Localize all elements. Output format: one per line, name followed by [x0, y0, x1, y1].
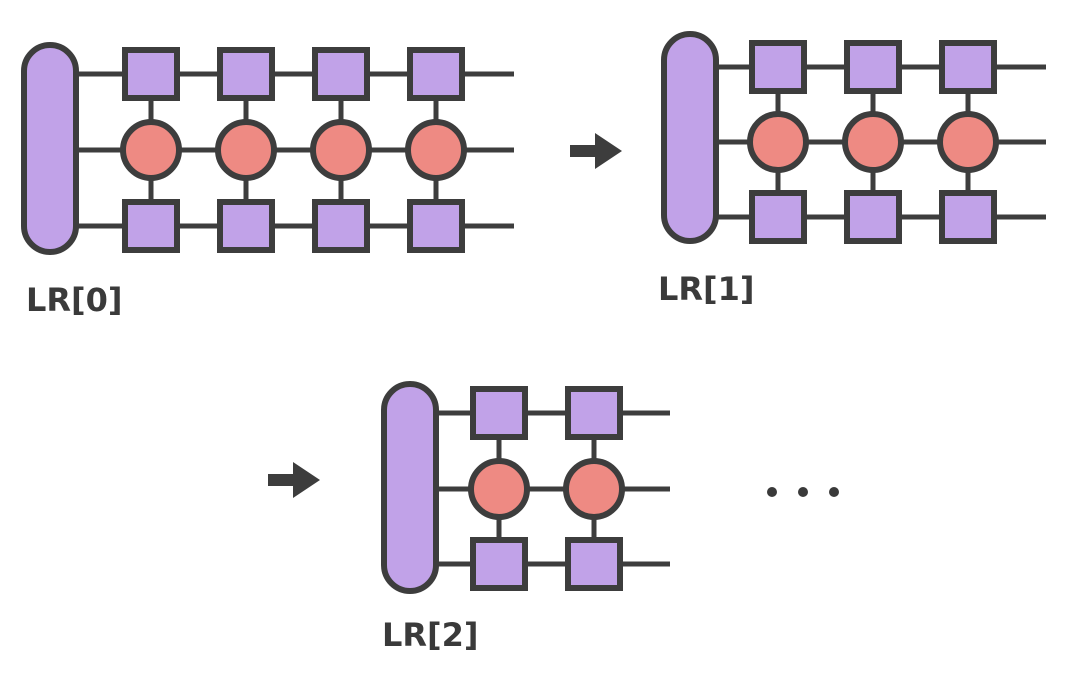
bottom-square-tensor	[470, 537, 528, 591]
bottom-square-tensor	[407, 199, 465, 253]
top-square-tensor	[407, 47, 465, 101]
top-square-tensor	[939, 40, 997, 94]
circle-tensor	[120, 119, 182, 181]
panel-lr-0	[21, 42, 514, 255]
continuation-ellipsis	[767, 487, 839, 497]
bottom-square-tensor	[844, 190, 902, 244]
bottom-square-tensor	[217, 199, 275, 253]
bottom-square-tensor	[565, 537, 623, 591]
panel-label-lr-0: LR[0]	[26, 281, 123, 319]
circle-tensor	[937, 111, 999, 173]
right-arrow-icon	[570, 133, 622, 169]
top-square-tensor	[844, 40, 902, 94]
bottom-square-tensor	[312, 199, 370, 253]
top-square-tensor	[565, 386, 623, 440]
panel-lr-1	[661, 31, 1046, 244]
circle-tensor	[842, 111, 904, 173]
environment-tensor	[661, 31, 719, 244]
top-square-tensor	[122, 47, 180, 101]
panel-label-lr-2: LR[2]	[382, 616, 479, 654]
panel-label-lr-1: LR[1]	[658, 270, 755, 308]
bottom-square-tensor	[749, 190, 807, 244]
circle-tensor	[747, 111, 809, 173]
right-arrow-icon	[268, 462, 320, 498]
top-square-tensor	[217, 47, 275, 101]
circle-tensor	[468, 458, 530, 520]
circle-tensor	[563, 458, 625, 520]
circle-tensor	[310, 119, 372, 181]
bottom-square-tensor	[122, 199, 180, 253]
circle-tensor	[405, 119, 467, 181]
top-square-tensor	[749, 40, 807, 94]
bottom-square-tensor	[939, 190, 997, 244]
environment-tensor	[21, 42, 79, 255]
panel-lr-2	[381, 381, 670, 594]
environment-tensor	[381, 381, 439, 594]
top-square-tensor	[470, 386, 528, 440]
circle-tensor	[215, 119, 277, 181]
top-square-tensor	[312, 47, 370, 101]
